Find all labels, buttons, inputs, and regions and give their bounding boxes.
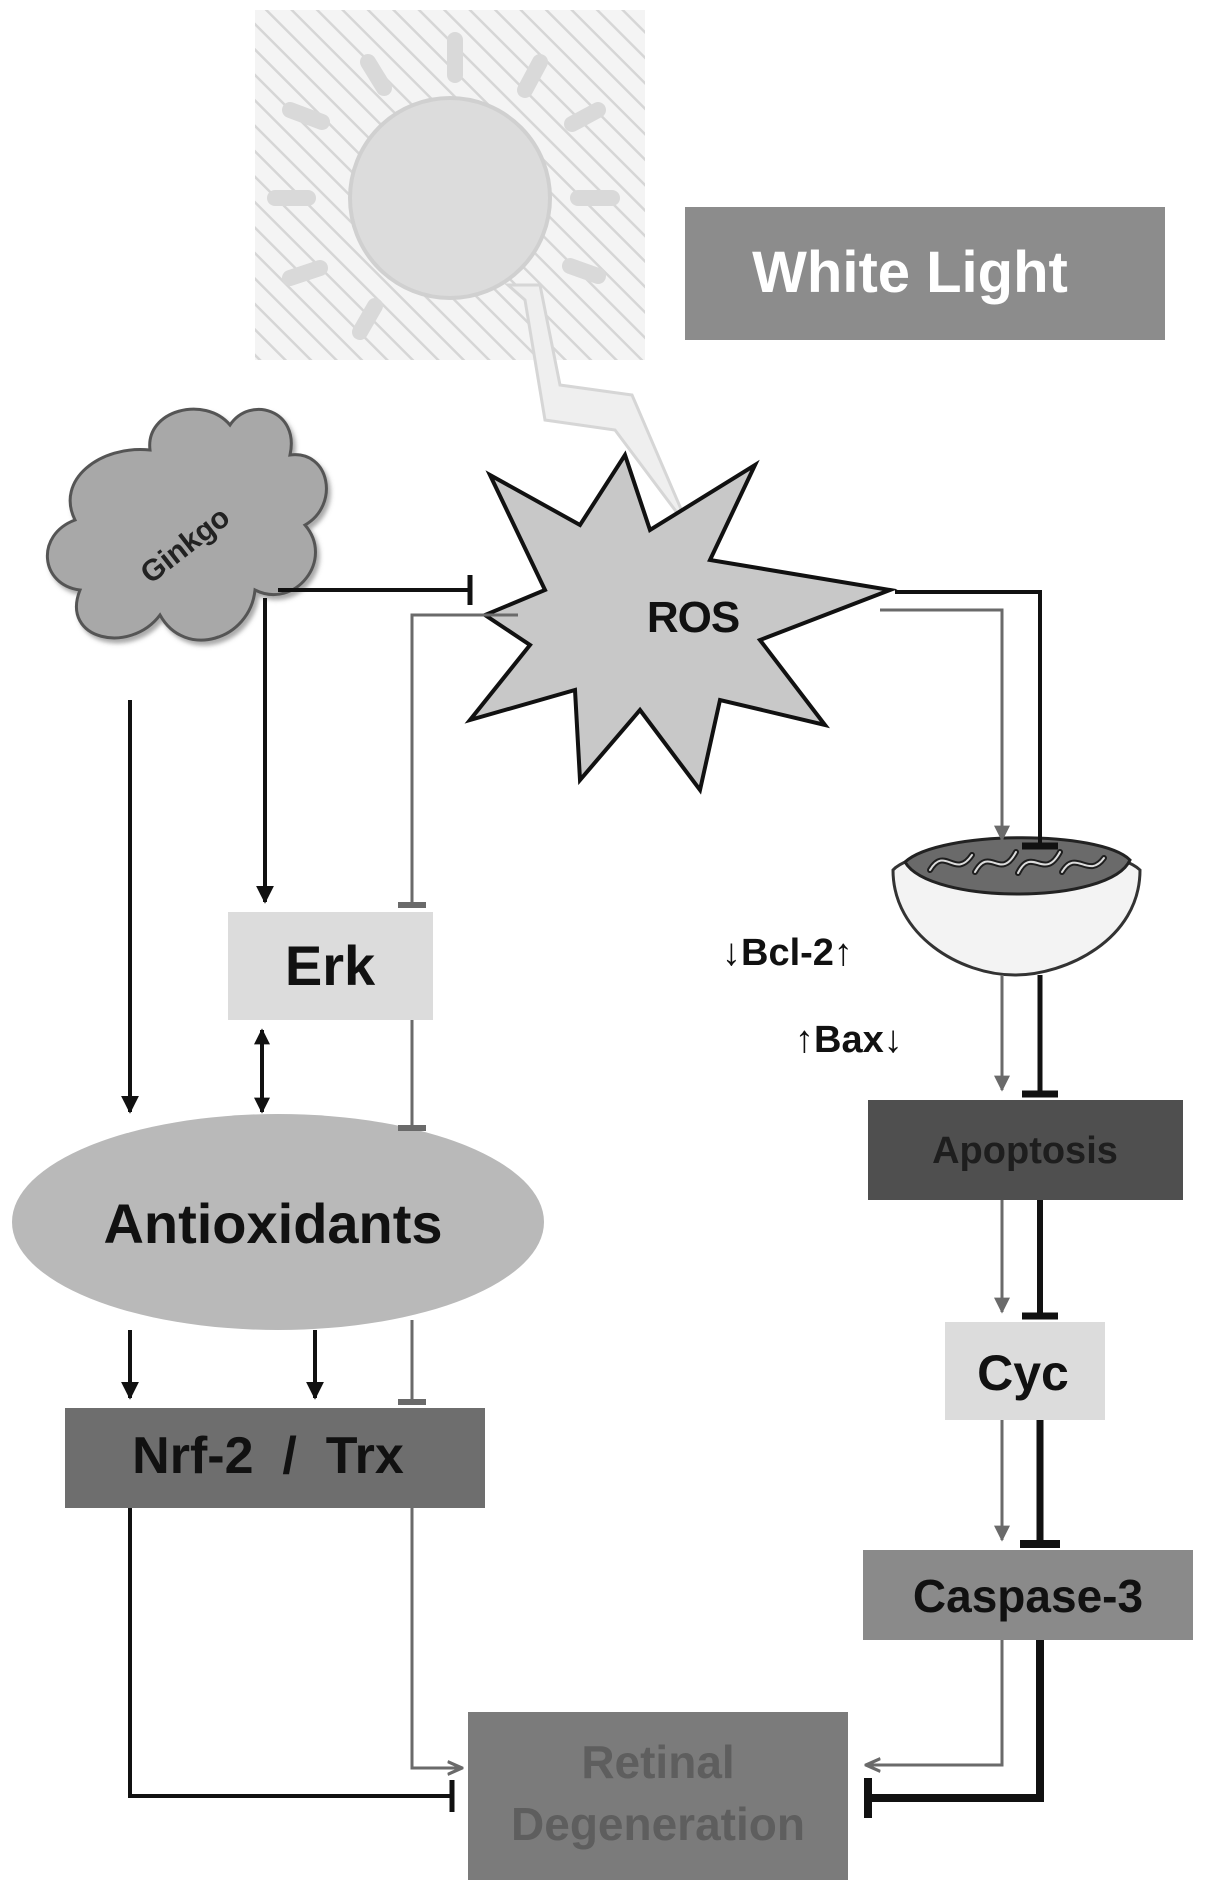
antioxidants-label: Antioxidants [103,1192,442,1255]
caspase3-label: Caspase-3 [913,1570,1143,1622]
cyc-box: Cyc [945,1322,1105,1420]
nrf2-trx-label: Nrf-2 / Trx [132,1427,404,1485]
cloud-icon [46,407,328,642]
bax-label: ↑Bax↓ [795,1019,903,1061]
apoptosis-box: Apoptosis [868,1100,1183,1200]
connectors-right [864,590,1060,1818]
erk-label: Erk [285,934,376,997]
apoptosis-label: Apoptosis [932,1130,1118,1172]
antioxidants-ellipse: Antioxidants [12,1114,544,1330]
sun-icon [255,10,692,531]
connectors-left [121,575,518,1812]
white-light-box: White Light [685,207,1165,340]
nrf2-trx-box: Nrf-2 / Trx [65,1408,485,1508]
retinal-degeneration-box: Retinal Degeneration [468,1712,848,1880]
ros-label: ROS [647,593,739,642]
caspase3-box: Caspase-3 [863,1550,1193,1640]
erk-box: Erk [228,912,433,1020]
starburst-icon [464,450,898,795]
bcl2-label: ↓Bcl-2↑ [722,932,853,974]
cyc-label: Cyc [977,1345,1069,1401]
retinal-label-line2: Degeneration [511,1798,805,1850]
retinal-label-line1: Retinal [581,1736,734,1788]
mitochondrion-icon [891,836,1142,977]
white-light-label: White Light [752,240,1068,305]
